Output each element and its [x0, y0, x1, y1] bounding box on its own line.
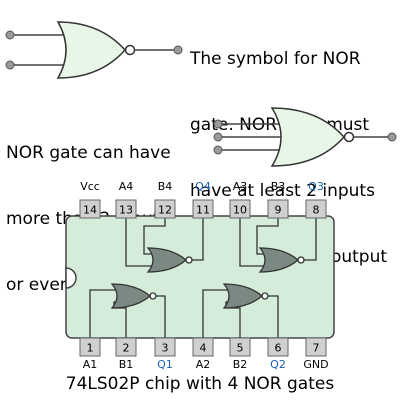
pin-label: Q3: [308, 180, 324, 193]
pin-number: 2: [123, 342, 130, 355]
pin-box: [229, 337, 251, 357]
pin-number: 12: [158, 204, 172, 217]
inversion-bubble: [297, 256, 305, 264]
pin-box: [154, 337, 176, 357]
chip-nor-gate-1: [89, 283, 166, 338]
nor-body: [146, 247, 187, 273]
pin-10: 10 A3: [229, 180, 251, 219]
pin-box: [154, 199, 176, 219]
pin-number: 14: [83, 204, 97, 217]
pin-box: [192, 337, 214, 357]
nor-body: [258, 247, 299, 273]
pin-box: [79, 199, 101, 219]
pin-box: [305, 199, 327, 219]
pin-2: 2B1: [115, 337, 137, 371]
pin-box: [115, 337, 137, 357]
input-terminal: [213, 132, 223, 142]
nor-gate-multi-input: [213, 107, 397, 167]
pin-label: Q1: [157, 358, 173, 371]
description-line: NOR gate can have: [6, 143, 171, 163]
pin-number: 5: [237, 342, 244, 355]
pin-box: [267, 199, 289, 219]
input-terminal: [213, 119, 223, 129]
pin-11: 11 Q4: [192, 180, 214, 219]
pin-number: 6: [275, 342, 282, 355]
description-line: The symbol for NOR: [190, 49, 361, 69]
pin-9: 9 B3: [267, 180, 289, 219]
nor-body: [110, 283, 151, 309]
inversion-bubble: [185, 256, 193, 264]
input-terminal: [5, 30, 15, 40]
pin-box: [305, 337, 327, 357]
nor-gate-2-input: [5, 21, 183, 79]
pin-13: 13 A4: [115, 180, 137, 219]
output-terminal: [387, 132, 397, 142]
chip-nor-gate-2: [202, 283, 279, 338]
pin-6: 6Q2: [267, 337, 289, 371]
chip-nor-gate-4: [125, 210, 204, 273]
chip-caption: 74LS02P chip with 4 NOR gates: [65, 374, 335, 394]
pin-12: 12 B4: [154, 180, 176, 219]
pin-label: B2: [233, 358, 248, 371]
pin-label: Vcc: [80, 180, 100, 193]
chip-nor-gate-3: [239, 210, 317, 273]
inversion-bubble: [124, 44, 136, 56]
pin-label: B1: [119, 358, 134, 371]
pin-1: 1A1: [79, 337, 101, 371]
nor-body: [56, 21, 127, 79]
pin-label: A2: [196, 358, 211, 371]
inversion-bubble: [343, 131, 355, 143]
pin-label: GND: [303, 358, 328, 371]
pin-box: [115, 199, 137, 219]
pin-number: 11: [196, 204, 210, 217]
pin-4: 4A2: [192, 337, 214, 371]
pin-number: 8: [313, 204, 320, 217]
chip-notch: [65, 267, 77, 289]
pin-label: B3: [271, 180, 286, 193]
pin-number: 1: [87, 342, 94, 355]
pin-number: 4: [200, 342, 207, 355]
pin-number: 7: [313, 342, 320, 355]
pin-number: 3: [162, 342, 169, 355]
inversion-bubble: [149, 292, 157, 300]
pin-label: A1: [83, 358, 98, 371]
output-terminal: [173, 45, 183, 55]
pin-8: 8 Q3: [305, 180, 327, 219]
pin-label: Q2: [270, 358, 286, 371]
input-terminal: [213, 145, 223, 155]
pin-label: A3: [233, 180, 248, 193]
pin-box: [229, 199, 251, 219]
pin-3: 3Q1: [154, 337, 176, 371]
pin-number: 10: [233, 204, 247, 217]
pin-5: 5B2: [229, 337, 251, 371]
inversion-bubble: [261, 292, 269, 300]
pin-label: Q4: [195, 180, 211, 193]
pin-box: [192, 199, 214, 219]
input-terminal: [5, 60, 15, 70]
nor-body: [222, 283, 263, 309]
top-pin-row: 14 Vcc 13 A4 12 B4 11 Q4 10 A3 9 B3 8 Q3: [79, 180, 327, 219]
pin-label: B4: [158, 180, 173, 193]
pin-box: [79, 337, 101, 357]
pin-number: 9: [275, 204, 282, 217]
chip-body: [65, 215, 335, 339]
nor-body: [270, 107, 346, 167]
description-line: have at least 2 inputs: [190, 181, 375, 201]
pin-number: 13: [119, 204, 133, 217]
pin-14: 14 Vcc: [79, 180, 101, 219]
pin-box: [267, 337, 289, 357]
pin-label: A4: [119, 180, 134, 193]
